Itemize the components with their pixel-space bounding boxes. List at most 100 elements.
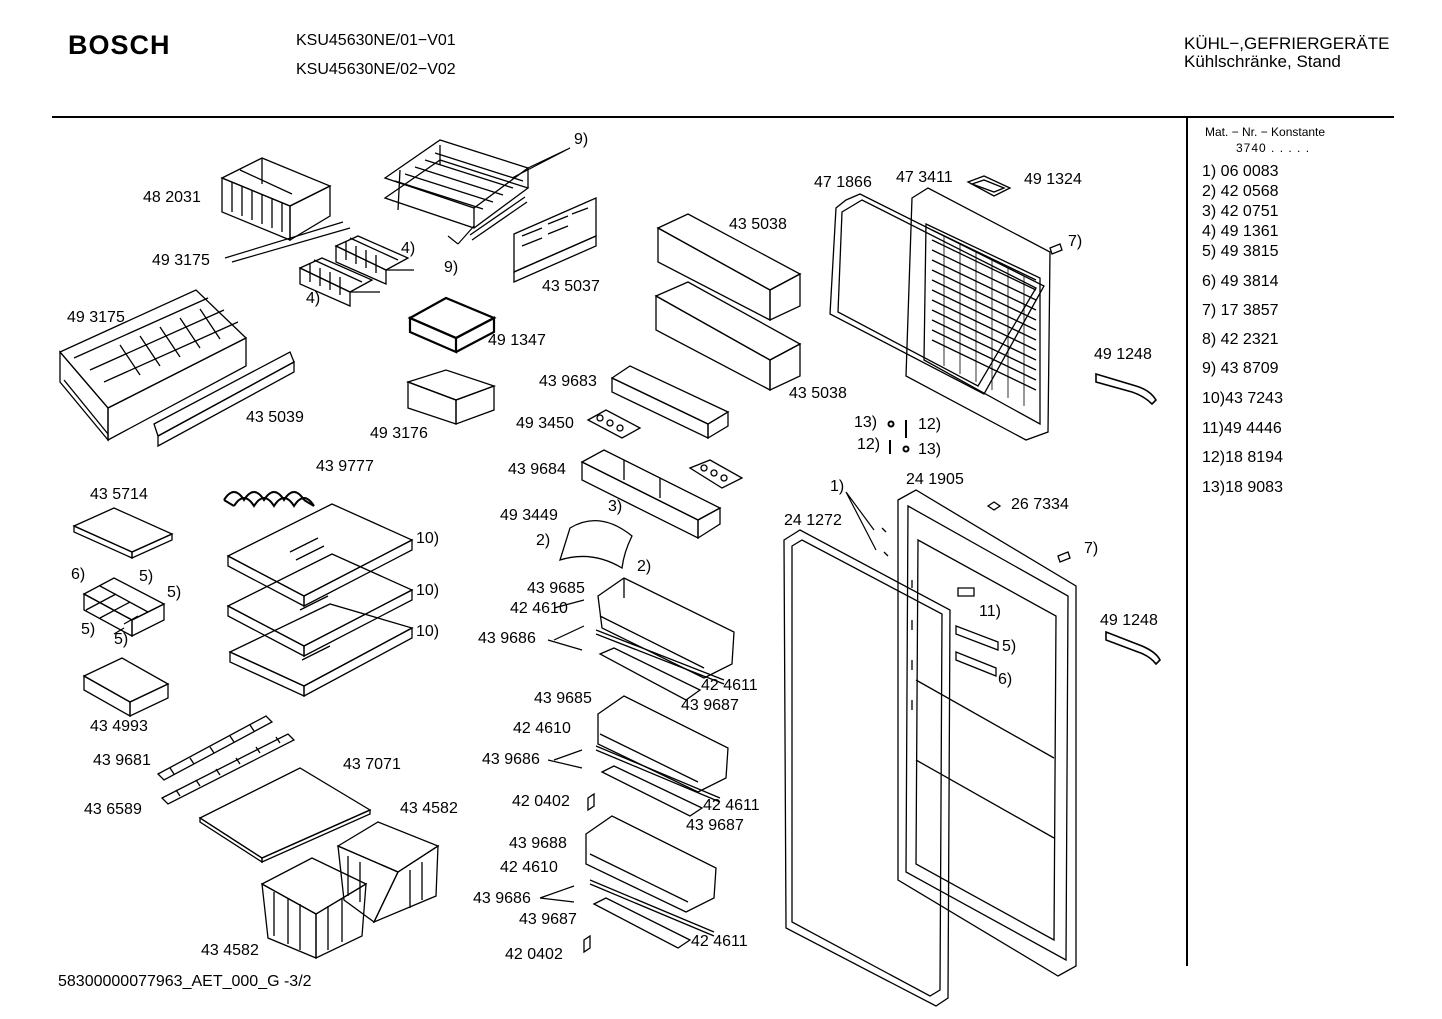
callout-label: 4) (306, 290, 321, 307)
callout-label: 49 1347 (488, 332, 546, 349)
legend-item: 11)49 4446 (1202, 420, 1282, 437)
callout-label: 5) (139, 568, 154, 585)
callout-label: 12) (918, 416, 942, 433)
legend-item: 1) 06 0083 (1202, 163, 1279, 180)
callout-label: 43 5714 (90, 486, 148, 503)
legend-item: 8) 42 2321 (1202, 331, 1279, 348)
callout-label: 49 3449 (500, 507, 558, 524)
drawer-front-part (154, 352, 294, 446)
callout-label: 43 9684 (508, 461, 566, 478)
legend-item: 7) 17 3857 (1202, 302, 1279, 319)
legend-item: 9) 43 8709 (1202, 360, 1279, 377)
cover-plate-part (200, 768, 370, 862)
slider-strip-part (158, 716, 294, 804)
callout-label: 13) (854, 414, 878, 431)
callout-label: 6) (71, 566, 86, 583)
freezer-door-part (906, 188, 1050, 440)
callout-label: 12) (857, 436, 881, 453)
glass-shelf-part (228, 504, 412, 696)
callout-label: 7) (1068, 233, 1083, 250)
callout-label: 13) (918, 441, 942, 458)
legend-item: 5) 49 3815 (1202, 243, 1279, 260)
fridge-door-gasket (784, 530, 950, 1006)
egg-tray-part (588, 410, 742, 488)
callout-label: 49 3176 (370, 425, 428, 442)
callout-label: 26 7334 (1011, 496, 1069, 513)
callout-label: 49 3450 (516, 415, 574, 432)
leader-lines (114, 148, 876, 902)
drip-tray-part (410, 298, 494, 352)
wire-rack-part (385, 140, 528, 240)
callout-label: 43 9687 (681, 697, 739, 714)
callout-label: 43 9681 (93, 752, 151, 769)
screw-part (889, 420, 909, 454)
cover-panel-part (514, 198, 596, 282)
callout-label: 6) (998, 671, 1013, 688)
callout-label: 43 6589 (84, 801, 142, 818)
callout-label: 43 5038 (789, 385, 847, 402)
callout-label: 10) (416, 582, 440, 599)
callout-label: 10) (416, 530, 440, 547)
callout-label: 5) (1002, 638, 1017, 655)
callout-label: 42 4611 (691, 933, 748, 950)
callout-label: 43 9777 (316, 458, 374, 475)
small-shelf-part (74, 508, 172, 558)
callout-label: 5) (81, 621, 96, 638)
legend-item: 12)18 8194 (1202, 449, 1283, 466)
header-rule (52, 116, 1394, 118)
freezer-compartment-part (222, 158, 330, 240)
callout-label: 42 4611 (703, 797, 760, 814)
callout-label: 49 1248 (1094, 346, 1152, 363)
crisper-drawer-part (262, 822, 438, 958)
legend-item: 4) 49 1361 (1202, 223, 1279, 240)
callout-label: 43 5038 (729, 216, 787, 233)
legend-title: Mat. − Nr. − Konstante (1205, 125, 1326, 139)
callout-label: 9) (444, 259, 459, 276)
callout-label: 47 3411 (896, 169, 953, 186)
fridge-door-part (898, 490, 1076, 976)
divider-box-part (84, 578, 164, 636)
callout-label: 3) (608, 498, 623, 515)
callout-label: 42 4610 (513, 720, 571, 737)
callout-label: 1) (830, 478, 845, 495)
callout-label: 43 9683 (539, 373, 597, 390)
callout-label: 4) (401, 240, 416, 257)
freezer-box-part (408, 370, 494, 424)
small-tray-part (84, 658, 168, 716)
callout-label: 42 0402 (505, 946, 563, 963)
callout-label: 49 1248 (1100, 612, 1158, 629)
wine-rack-part (224, 492, 314, 506)
legend-item: 2) 42 0568 (1202, 183, 1279, 200)
callout-label: 43 9685 (534, 690, 592, 707)
callout-label: 49 1324 (1024, 171, 1082, 188)
callout-label: 43 9687 (519, 911, 577, 928)
callout-label: 11) (979, 603, 1001, 620)
document-id: 58300000077963_AET_000_G -3/2 (58, 973, 312, 990)
legend-constant: 3740 . . . . . (1236, 141, 1311, 155)
brand-logo: BOSCH (68, 30, 171, 60)
callout-label: 43 9686 (473, 890, 531, 907)
clip-part (584, 244, 1070, 952)
callout-label: 42 4611 (701, 677, 758, 694)
model-number-2: KSU45630NE/02−V02 (296, 61, 456, 78)
callout-label: 10) (416, 623, 440, 640)
control-plate-part (968, 176, 1010, 196)
callout-label: 43 9685 (527, 580, 585, 597)
callout-label: 43 9686 (478, 630, 536, 647)
shelf-bar-part (612, 366, 728, 438)
callout-label: 43 4582 (400, 800, 458, 817)
callout-label: 47 1866 (814, 174, 872, 191)
legend-item: 6) 49 3814 (1202, 273, 1279, 290)
door-balcony-part (582, 450, 720, 538)
bottle-rack-bottom (586, 816, 716, 948)
callout-label: 5) (114, 631, 129, 648)
ice-tray-part (300, 236, 414, 306)
model-number-1: KSU45630NE/01−V01 (296, 32, 456, 49)
callout-label: 2) (637, 558, 652, 575)
category-subtitle: Kühlschränke, Stand (1184, 52, 1341, 71)
legend-item: 10)43 7243 (1202, 390, 1283, 407)
callout-label: 43 4582 (201, 942, 259, 959)
callout-label: 2) (536, 532, 551, 549)
legend-item: 3) 42 0751 (1202, 203, 1279, 220)
